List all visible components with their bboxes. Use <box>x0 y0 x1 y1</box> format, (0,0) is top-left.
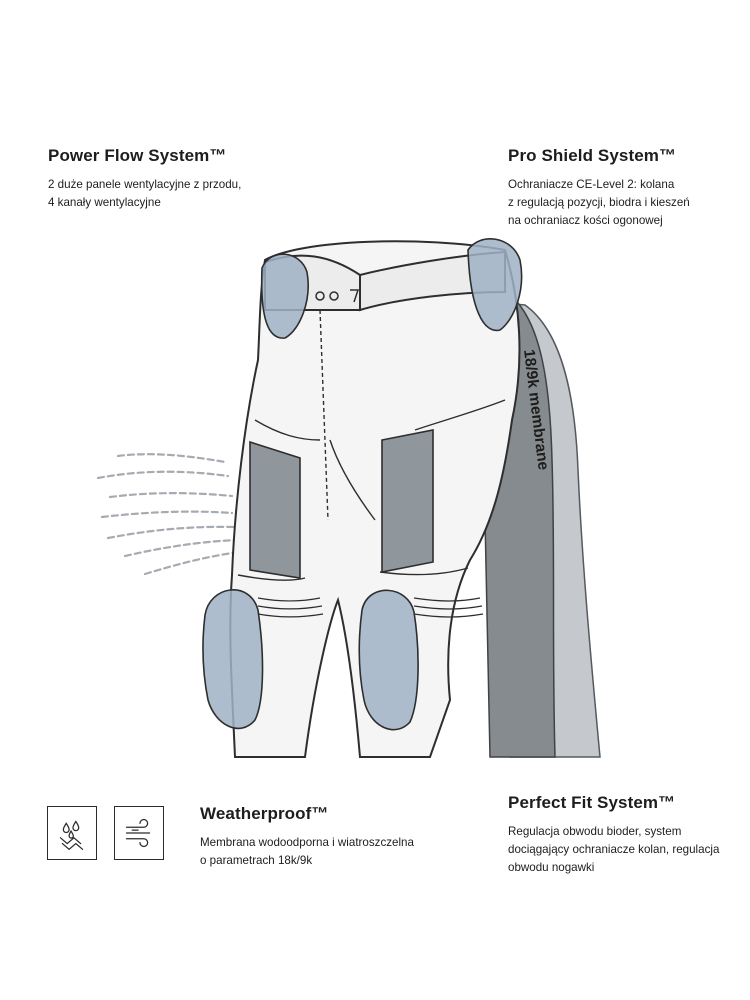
airflow-lines <box>96 453 242 576</box>
weatherproof-title: Weatherproof™ <box>200 804 329 823</box>
hip-armor <box>260 238 523 339</box>
weatherproof-description: Membrana wodoodporna i wiatroszczelna o … <box>200 836 414 867</box>
perfect-fit-feature: Perfect Fit System™ Regulacja obwodu bio… <box>508 793 748 877</box>
knee-armor <box>202 589 419 731</box>
pants-illustration: 18/9k membrane <box>96 238 601 758</box>
weatherproof-feature: Weatherproof™ Membrana wodoodporna i wia… <box>200 804 470 870</box>
pro-shield-feature: Pro Shield System™ Ochraniacze CE-Level … <box>508 146 743 230</box>
pro-shield-title: Pro Shield System™ <box>508 146 677 165</box>
windproof-icon <box>114 806 164 860</box>
vent-panels <box>249 429 434 579</box>
waistband-buttons <box>315 289 360 303</box>
waterproof-icon <box>47 806 97 860</box>
knee-pleats <box>257 597 484 618</box>
perfect-fit-description: Regulacja obwodu bioder, system dociągaj… <box>508 825 720 874</box>
power-flow-feature: Power Flow System™ 2 duże panele wentyla… <box>48 146 298 212</box>
power-flow-description: 2 duże panele wentylacyjne z przodu, 4 k… <box>48 178 242 209</box>
perfect-fit-title: Perfect Fit System™ <box>508 793 676 812</box>
power-flow-title: Power Flow System™ <box>48 146 227 165</box>
pro-shield-description: Ochraniacze CE-Level 2: kolana z regulac… <box>508 178 690 227</box>
